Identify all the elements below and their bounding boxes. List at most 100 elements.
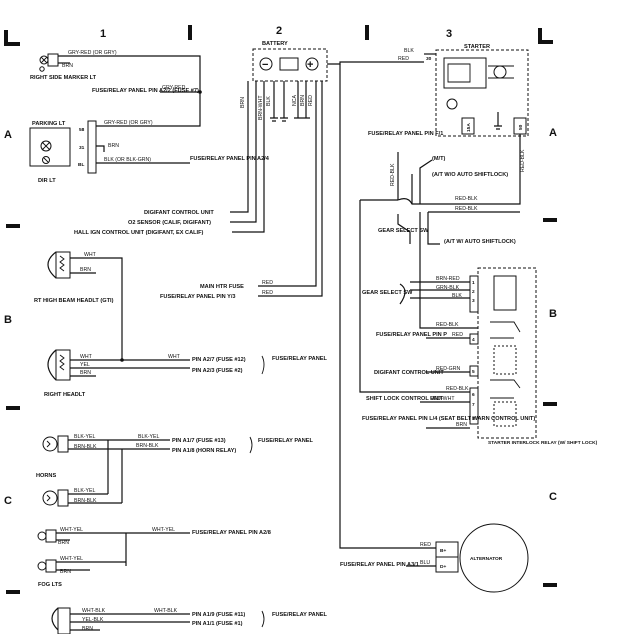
gear-select-sw2-label: GEAR SELECT SW (362, 290, 413, 296)
zone-b-right: B (549, 308, 557, 320)
wire-yel: YEL (80, 362, 90, 368)
wire-brn-6: BRN (60, 569, 71, 575)
fuse-a2-8-label: FUSE/RELAY PANEL PIN A2/8 (192, 530, 271, 536)
side-marker-lamp (39, 53, 59, 72)
o2-sensor-label: O2 SENSOR (CALIF, DIGIFANT) (128, 220, 211, 226)
wire-red-grn: RED-GRN (436, 366, 460, 372)
column-1-header: 1 (100, 28, 106, 40)
wire-brn-4: BRN (80, 370, 91, 376)
fuse-l4-label: FUSE/RELAY PANEL PIN L/4 (SEAT BELT WARN… (362, 416, 535, 422)
shift-lock-label: SHIFT LOCK CONTROL UNIT (366, 396, 444, 402)
alternator-pin-bplus: B+ (440, 548, 446, 554)
wire-red-blk-1: RED-BLK (390, 163, 396, 186)
frame-marks (4, 25, 557, 594)
wire-brn-wht: BRN-WHT (258, 95, 264, 120)
relay-pin-3: 3 (472, 298, 475, 304)
wire-brn-7: BRN (82, 626, 93, 632)
high-beam-lamp (47, 251, 71, 279)
at-w-label: (A/T W/ AUTO SHIFTLOCK) (444, 239, 516, 245)
fuse-f1-label: FUSE/RELAY PANEL PIN F/1 (368, 131, 443, 137)
column-3-header: 3 (446, 28, 452, 40)
wire-brn-bat-2: BRN (300, 95, 306, 106)
zone-a-right: A (549, 127, 557, 139)
wire-red-blk-3: RED-BLK (455, 206, 478, 212)
horn-upper (42, 435, 69, 453)
headlight-lamp (47, 349, 71, 381)
pin-a2-7-label: PIN A2/7 (FUSE #12) (192, 357, 246, 363)
zone-a-left: A (4, 129, 12, 141)
wire-wht-blk-2: WHT-BLK (154, 608, 178, 614)
wire-blk-yel-1: BLK-YEL (74, 434, 95, 440)
starter-pin-15a: 15A (466, 123, 472, 132)
battery-label: BATTERY (262, 41, 288, 47)
wire-brn-relay: BRN (456, 422, 467, 428)
fog-lamp-lower (37, 559, 57, 573)
fuse-p-label: FUSE/RELAY PANEL PIN P (376, 332, 447, 338)
zone-c-right: C (549, 491, 557, 503)
gear-select-sw-label: GEAR SELECT SW (378, 228, 429, 234)
pin-a1-8-label: PIN A1/8 (HORN RELAY) (172, 448, 236, 454)
starter-label: STARTER (464, 44, 490, 50)
dir-lt-label: DIR LT (38, 178, 56, 184)
wire-red-blk-4: RED-BLK (436, 322, 459, 328)
wire-gry-red-or-gry-1: GRY-RED (OR GRY) (68, 50, 117, 56)
wire-blk-or-blk-grn: BLK (OR BLK-GRN) (104, 157, 151, 163)
wire-red-alt: RED (420, 542, 431, 548)
relay-pin-6: 6 (472, 392, 475, 398)
wire-brn-bat: BRN (240, 97, 246, 108)
alternator (435, 523, 529, 593)
pin-31: 31 (79, 145, 85, 151)
starter-pin-50: 50 (518, 124, 524, 130)
pin-a1-9-label: PIN A1/9 (FUSE #11) (192, 612, 245, 618)
horn-lower (42, 489, 69, 507)
wire-wht-blk-1: WHT-BLK (82, 608, 106, 614)
pin-58: 58 (79, 127, 85, 133)
wire-nca: NCA (292, 95, 298, 106)
wire-brn-2: BRN (108, 143, 119, 149)
wire-wht-yel-2: WHT-YEL (152, 527, 175, 533)
pin-a2-3-label: PIN A2/3 (FUSE #2) (192, 368, 243, 374)
column-2-header: 2 (276, 25, 282, 37)
alternator-pin-dplus: D+ (440, 564, 446, 570)
wire-yel-blk: YEL-BLK (82, 617, 104, 623)
wire-brn-3: BRN (80, 267, 91, 273)
wire-brn-blk-3: BRN-BLK (74, 498, 97, 504)
wire-blk-yel-3: BLK-YEL (74, 488, 95, 494)
relay-pin-8: 8 (472, 416, 475, 422)
starter-interlock-relay (469, 267, 537, 439)
high-beam-label: RT HIGH BEAM HEADLT (GTI) (34, 298, 114, 304)
fuse-panel-label-2: FUSE/RELAY PANEL (258, 438, 313, 444)
fuse-a2-4-label: FUSE/RELAY PANEL PIN A2/4 (190, 156, 270, 162)
wire-gry-red-or-gry-2: GRY-RED (OR GRY) (104, 120, 153, 126)
battery (252, 48, 328, 82)
digifant-ctrl-label: DIGIFANT CONTROL UNIT (144, 210, 214, 216)
wire-brn-blk-1: BRN-BLK (74, 444, 97, 450)
fuse-panel-label-1: FUSE/RELAY PANEL (272, 356, 327, 362)
wire-blk-bat: BLK (266, 96, 272, 106)
wire-brn-blk-2: BRN-BLK (136, 443, 159, 449)
zone-b-left: B (4, 314, 12, 326)
bottom-headlight-lamp (51, 607, 71, 634)
wire-red-y3: RED (262, 290, 273, 296)
wire-red-blk-5: RED-BLK (446, 386, 469, 392)
relay-pin-1: 1 (472, 280, 475, 286)
alternator-label: ALTERNATOR (470, 556, 503, 562)
wire-red-starter: RED (398, 56, 409, 62)
starter-pin-30: 30 (426, 56, 432, 62)
zone-c-left: C (4, 495, 12, 507)
parking-lt-label: PARKING LT (32, 121, 66, 127)
wire-red-blk-starter: RED-BLK (520, 149, 526, 172)
wire-brn-1: BRN (62, 63, 73, 69)
wire-red-wht: RED-WHT (430, 396, 455, 402)
wire-blk-yel-2: BLK-YEL (138, 434, 159, 440)
battery-minus: − (262, 59, 268, 71)
fuse-y3-label: FUSE/RELAY PANEL PIN Y/3 (160, 294, 236, 300)
horns-label: HORNS (36, 473, 56, 479)
relay-pin-2: 2 (472, 289, 475, 295)
wire-red-p: RED (452, 332, 463, 338)
pin-a1-1-label: PIN A1/1 (FUSE #1) (192, 621, 243, 627)
wire-red-bat: RED (308, 95, 314, 106)
battery-plus: + (307, 59, 313, 71)
wire-blk-starter: BLK (404, 48, 414, 54)
